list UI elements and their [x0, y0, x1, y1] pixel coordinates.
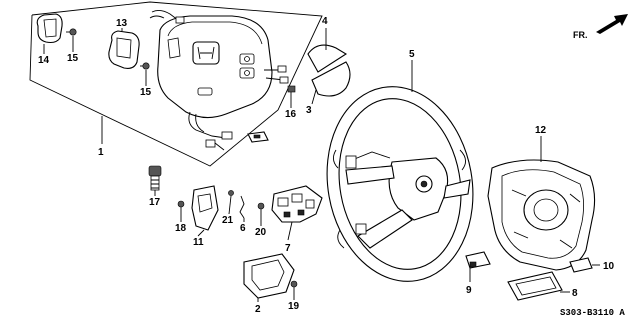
label-part-13: 13 [116, 18, 128, 29]
part-17-bolt [148, 165, 162, 191]
label-part-11: 11 [193, 237, 204, 248]
part-6-clip [239, 195, 245, 219]
label-part-21: 21 [222, 215, 234, 226]
label-part-18: 18 [175, 223, 187, 234]
airbag-module [149, 9, 289, 151]
label-part-20: 20 [255, 227, 267, 238]
label-part-1: 1 [98, 147, 104, 158]
part-16-bolt [287, 85, 296, 102]
part-10-cap [569, 257, 593, 273]
part-2-lower-panel [243, 253, 295, 299]
label-part-9: 9 [466, 285, 472, 296]
part-labels: 1 2 3 4 5 6 7 8 9 10 11 12 13 14 15 15 1… [38, 16, 625, 318]
label-part-14: 14 [38, 55, 50, 66]
label-part-2: 2 [255, 304, 261, 315]
part-12-rear-cover [487, 159, 596, 271]
label-part-17: 17 [149, 197, 161, 208]
airbag-assembly-group-frame [29, 1, 323, 167]
diagram-code: S303-B3110 A [560, 308, 625, 318]
front-direction-arrow [596, 14, 628, 34]
label-part-5: 5 [409, 49, 415, 60]
front-direction-label: FR. [573, 30, 588, 40]
part-14-cover-cap [36, 13, 63, 44]
label-part-15-upper: 15 [67, 53, 79, 64]
part-9-clip [465, 251, 491, 269]
leader-lines [43, 28, 600, 302]
part-5-steering-wheel [326, 86, 474, 282]
part-15-screw-upper [66, 28, 77, 36]
label-part-10: 10 [603, 261, 615, 272]
harness-connector [247, 131, 269, 143]
label-part-6: 6 [240, 223, 246, 234]
label-part-16: 16 [285, 109, 297, 120]
label-part-3: 3 [306, 105, 312, 116]
label-part-7: 7 [285, 243, 291, 254]
label-part-12: 12 [535, 125, 547, 136]
part-19-screw [290, 280, 298, 294]
part-7-switch-assembly [271, 185, 323, 223]
label-part-4: 4 [322, 16, 328, 27]
part-11-bracket [191, 185, 219, 231]
part-8-lower-cover [507, 271, 563, 301]
label-part-15-lower: 15 [140, 87, 152, 98]
part-13-switch-module [108, 30, 140, 69]
part-21-screw [228, 190, 234, 196]
part-18-screw [177, 200, 185, 208]
part-15-screw-lower [140, 62, 150, 70]
part-4-3-inflator-cover [307, 40, 351, 97]
label-part-8: 8 [572, 288, 578, 299]
label-part-19: 19 [288, 301, 300, 312]
part-20-screw [257, 202, 265, 210]
